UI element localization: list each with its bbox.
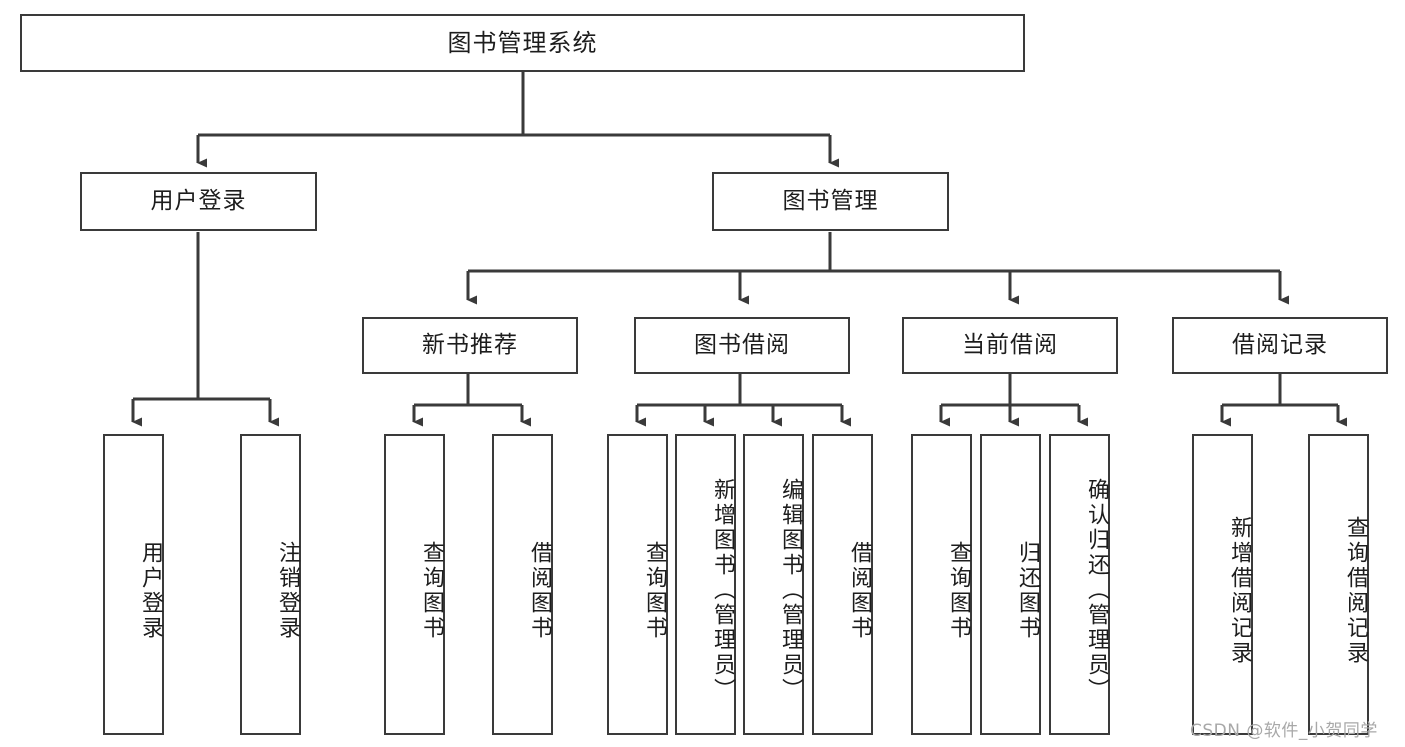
- leaf-current-borrow-confirm-return-admin[interactable]: 确认归还（管理员）: [1049, 434, 1110, 735]
- node-label: 图书管理: [782, 187, 879, 214]
- node-label: 查询图书: [419, 540, 444, 641]
- node-label: 新书推荐: [422, 331, 518, 358]
- leaf-borrow-record-add-record[interactable]: 新增借阅记录: [1192, 434, 1253, 735]
- node-label: 借阅记录: [1232, 331, 1328, 358]
- node-label: 借阅图书: [847, 540, 872, 641]
- leaf-user-login-logout[interactable]: 注销登录: [240, 434, 301, 735]
- node-label: 借阅图书: [527, 540, 552, 641]
- node-user-login[interactable]: 用户登录: [80, 172, 317, 231]
- node-label: 查询图书: [946, 540, 971, 641]
- node-label: 新增图书（管理员）: [710, 478, 735, 703]
- node-book-borrow[interactable]: 图书借阅: [634, 317, 850, 374]
- csdn-watermark: CSDN @软件_小贺同学: [1190, 721, 1378, 741]
- node-label: 确认归还（管理员）: [1084, 478, 1109, 703]
- node-new-book-recommend[interactable]: 新书推荐: [362, 317, 578, 374]
- leaf-current-borrow-query-book[interactable]: 查询图书: [911, 434, 972, 735]
- node-label: 归还图书: [1015, 540, 1040, 641]
- leaf-borrow-record-query-record[interactable]: 查询借阅记录: [1308, 434, 1369, 735]
- node-label: 用户登录: [138, 540, 163, 641]
- leaf-book-borrow-query-book[interactable]: 查询图书: [607, 434, 668, 735]
- node-current-borrow[interactable]: 当前借阅: [902, 317, 1118, 374]
- node-label: 编辑图书（管理员）: [778, 478, 803, 703]
- node-book-management[interactable]: 图书管理: [712, 172, 949, 231]
- node-label: 图书管理系统: [447, 28, 598, 57]
- leaf-current-borrow-return-book[interactable]: 归还图书: [980, 434, 1041, 735]
- leaf-user-login-login[interactable]: 用户登录: [103, 434, 164, 735]
- node-root-book-management-system[interactable]: 图书管理系统: [20, 14, 1025, 72]
- node-label: 图书借阅: [694, 331, 790, 358]
- node-label: 用户登录: [150, 187, 247, 214]
- leaf-new-book-borrow-book[interactable]: 借阅图书: [492, 434, 553, 735]
- node-label: 注销登录: [275, 540, 300, 641]
- leaf-book-borrow-add-book-admin[interactable]: 新增图书（管理员）: [675, 434, 736, 735]
- leaf-new-book-query-book[interactable]: 查询图书: [384, 434, 445, 735]
- node-label: 当前借阅: [962, 331, 1058, 358]
- node-borrow-record[interactable]: 借阅记录: [1172, 317, 1388, 374]
- leaf-book-borrow-borrow-book[interactable]: 借阅图书: [812, 434, 873, 735]
- leaf-book-borrow-edit-book-admin[interactable]: 编辑图书（管理员）: [743, 434, 804, 735]
- node-label: 查询借阅记录: [1343, 515, 1368, 666]
- node-label: 查询图书: [642, 540, 667, 641]
- node-label: 新增借阅记录: [1227, 515, 1252, 666]
